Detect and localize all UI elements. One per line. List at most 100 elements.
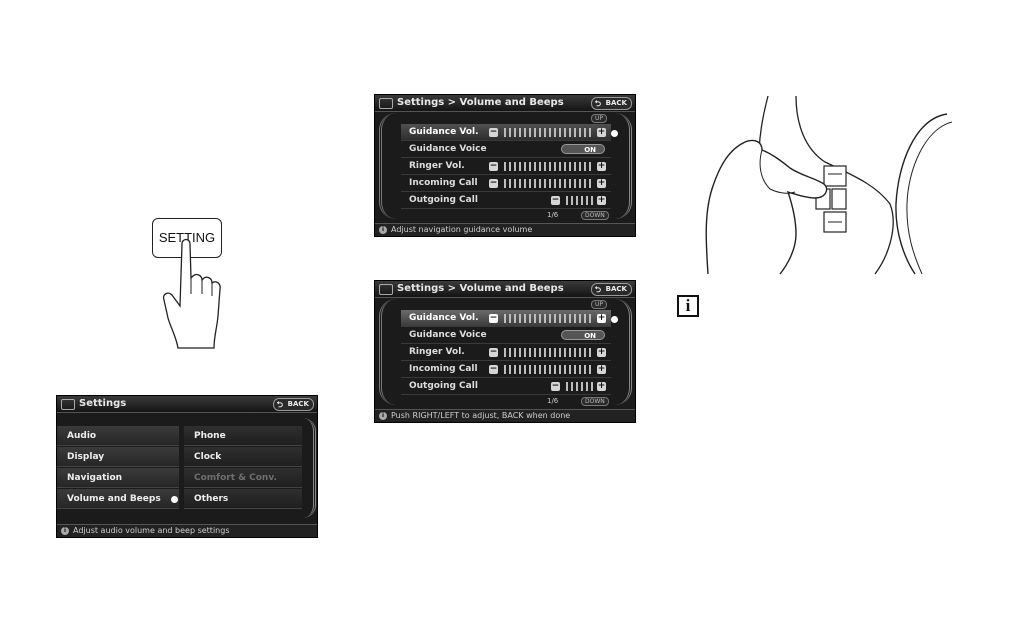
volume-tick [564, 162, 566, 171]
scroll-arc-left [379, 299, 396, 405]
volume-tick [589, 179, 591, 188]
screen-title: Settings > Volume and Beeps [397, 283, 564, 294]
volume-tick [589, 348, 591, 357]
row-guidance-voice[interactable]: Guidance Voice ON [401, 327, 611, 344]
volume-tick [566, 196, 568, 205]
row-guidance-vol[interactable]: Guidance Vol. − + [401, 310, 611, 327]
minus-icon[interactable]: − [489, 347, 498, 357]
volume-tick [544, 314, 546, 323]
volume-tick [574, 314, 576, 323]
volume-screen-2: Settings > Volume and Beeps ⮌ BACK UP Gu… [374, 280, 636, 423]
volume-tick [564, 314, 566, 323]
volume-tick [564, 179, 566, 188]
volume-tick [569, 162, 571, 171]
minus-icon[interactable]: − [489, 313, 498, 323]
volume-tick [549, 162, 551, 171]
plus-icon[interactable]: + [597, 381, 606, 391]
volume-tick [539, 365, 541, 374]
status-bar: i Adjust audio volume and beep settings [57, 524, 317, 537]
minus-icon[interactable]: − [489, 178, 498, 188]
volume-tick [534, 128, 536, 137]
volume-tick [519, 348, 521, 357]
plus-icon[interactable]: + [597, 195, 606, 205]
volume-tick [554, 348, 556, 357]
volume-tick [569, 128, 571, 137]
back-arrow-icon: ⮌ [594, 99, 602, 108]
minus-icon[interactable]: − [489, 364, 498, 374]
minus-icon[interactable]: − [551, 195, 560, 205]
status-text: Adjust navigation guidance volume [391, 225, 533, 234]
volume-tick [554, 179, 556, 188]
row-incoming-call[interactable]: Incoming Call − + [401, 361, 611, 378]
menu-item-phone[interactable]: Phone [184, 426, 302, 446]
volume-tick [504, 128, 506, 137]
volume-tick [586, 382, 588, 391]
plus-icon[interactable]: + [597, 313, 606, 323]
down-button[interactable]: DOWN [581, 397, 609, 406]
volume-tick [559, 128, 561, 137]
menu-item-audio[interactable]: Audio [57, 426, 179, 446]
down-button[interactable]: DOWN [581, 211, 609, 220]
volume-tick [559, 162, 561, 171]
volume-tick [576, 196, 578, 205]
back-button[interactable]: ⮌ BACK [590, 97, 632, 110]
plus-icon[interactable]: + [597, 127, 606, 137]
row-incoming-call[interactable]: Incoming Call − + [401, 175, 611, 192]
menu-item-display[interactable]: Display [57, 447, 179, 467]
back-button[interactable]: ⮌ BACK [272, 398, 314, 411]
volume-tick [549, 348, 551, 357]
volume-tick [534, 179, 536, 188]
volume-tick [524, 365, 526, 374]
volume-tick [579, 365, 581, 374]
on-toggle[interactable]: ON [561, 144, 605, 154]
title-bar: Settings ⮌ BACK [57, 396, 317, 413]
volume-tick [529, 162, 531, 171]
minus-icon[interactable]: − [489, 161, 498, 171]
menu-item-navigation[interactable]: Navigation [57, 468, 179, 488]
row-outgoing-call[interactable]: Outgoing Call − + [401, 378, 611, 395]
row-guidance-voice[interactable]: Guidance Voice ON [401, 141, 611, 158]
plus-icon[interactable]: + [597, 364, 606, 374]
row-label: Outgoing Call [409, 195, 478, 205]
menu-item-others[interactable]: Others [184, 489, 302, 509]
row-label: Outgoing Call [409, 381, 478, 391]
minus-icon[interactable]: − [551, 381, 560, 391]
back-button[interactable]: ⮌ BACK [590, 283, 632, 296]
volume-bar-short [565, 382, 597, 391]
hand-pressing-icon [162, 238, 221, 349]
volume-bar [503, 348, 597, 357]
plus-icon[interactable]: + [597, 347, 606, 357]
menu-item-clock[interactable]: Clock [184, 447, 302, 467]
volume-tick [529, 348, 531, 357]
plus-icon[interactable]: + [597, 161, 606, 171]
screen-title: Settings > Volume and Beeps [397, 97, 564, 108]
volume-tick [529, 314, 531, 323]
back-arrow-icon: ⮌ [594, 285, 602, 294]
minus-icon[interactable]: − [489, 127, 498, 137]
settings-screen: Settings ⮌ BACK Audio Display Navigation… [56, 395, 318, 538]
volume-tick [524, 162, 526, 171]
selection-dot [611, 316, 618, 323]
up-button[interactable]: UP [591, 114, 608, 123]
volume-tick [519, 162, 521, 171]
volume-tick [584, 128, 586, 137]
row-outgoing-call[interactable]: Outgoing Call − + [401, 192, 611, 209]
volume-tick [591, 382, 593, 391]
row-ringer-vol[interactable]: Ringer Vol. − + [401, 344, 611, 361]
volume-tick [504, 162, 506, 171]
volume-tick [509, 348, 511, 357]
row-label: Ringer Vol. [409, 347, 465, 357]
plus-icon[interactable]: + [597, 178, 606, 188]
menu-item-volume-and-beeps[interactable]: Volume and Beeps [57, 489, 179, 509]
volume-tick [514, 128, 516, 137]
selection-dot [171, 496, 178, 503]
volume-tick [574, 179, 576, 188]
row-guidance-vol[interactable]: Guidance Vol. − + [401, 124, 611, 141]
volume-tick [569, 365, 571, 374]
row-ringer-vol[interactable]: Ringer Vol. − + [401, 158, 611, 175]
volume-tick [574, 162, 576, 171]
up-button[interactable]: UP [591, 300, 608, 309]
on-toggle[interactable]: ON [561, 330, 605, 340]
volume-tick [519, 314, 521, 323]
volume-tick [549, 179, 551, 188]
